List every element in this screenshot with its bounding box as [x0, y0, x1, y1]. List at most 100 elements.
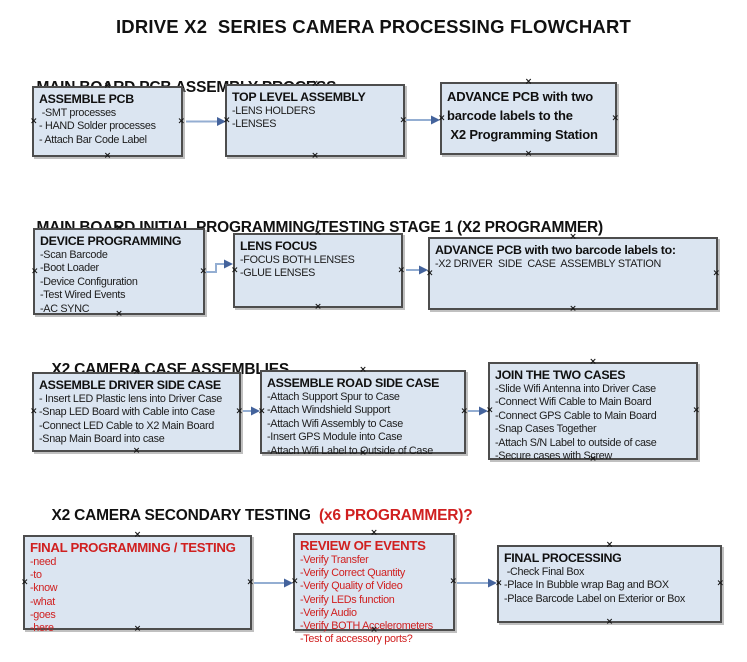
- box-line: -what: [30, 595, 55, 608]
- connector-arrow-7[interactable]: [254, 578, 293, 588]
- box-line: -Verify Audio: [300, 606, 357, 619]
- box-line: -Place In Bubble wrap Bag and BOX: [504, 579, 669, 592]
- flow-box-assemble-road-side-case[interactable]: ASSEMBLE ROAD SIDE CASE -Attach Support …: [258, 366, 468, 458]
- box-line: -Slide Wifi Antenna into Driver Case: [495, 383, 656, 395]
- box-line: barcode labels to the: [447, 108, 573, 123]
- box-line: -LENS HOLDERS: [232, 105, 316, 117]
- box-line: -Attach Wifi Label to Outside of Case: [267, 444, 433, 457]
- section-heading-label: X2 CAMERA SECONDARY TESTING: [51, 507, 319, 524]
- box-line: -Verify BOTH Accelerometers: [300, 620, 433, 633]
- flow-box-device-programming[interactable]: DEVICE PROGRAMMING -Scan Barcode -Boot L…: [31, 224, 207, 319]
- connection-point-icon: ×: [199, 266, 207, 276]
- connection-point-icon: ×: [712, 268, 720, 278]
- connection-point-icon: ×: [246, 577, 254, 587]
- connection-point-icon: ×: [524, 149, 533, 159]
- page-title: IDRIVE X2 SERIES CAMERA PROCESSING FLOWC…: [115, 16, 632, 37]
- flow-box-assemble-pcb[interactable]: ASSEMBLE PCB -SMT processes - HAND Solde…: [30, 82, 185, 161]
- connector-arrow-4[interactable]: [406, 265, 428, 275]
- box-title: REVIEW OF EVENTS: [300, 538, 426, 553]
- box-title: FINAL PROCESSING: [504, 551, 622, 565]
- connection-point-icon: ×: [223, 115, 231, 125]
- connection-point-icon: ×: [314, 302, 322, 312]
- connector-arrow-8[interactable]: [457, 578, 497, 588]
- connection-point-icon: ×: [231, 265, 239, 275]
- connector-arrow-6[interactable]: [468, 406, 488, 416]
- connection-point-icon: ×: [133, 624, 142, 634]
- box-line: - Attach Bar Code Label: [39, 133, 147, 146]
- connection-point-icon: ×: [589, 454, 597, 464]
- connection-point-icon: ×: [589, 357, 597, 367]
- box-title: LENS FOCUS: [240, 239, 317, 253]
- box-line: - HAND Solder processes: [39, 120, 156, 133]
- box-line: -need: [30, 556, 57, 568]
- connection-point-icon: ×: [103, 81, 112, 91]
- box-line: -goes: [30, 608, 56, 621]
- connection-point-icon: ×: [460, 406, 468, 417]
- box-title: FINAL PROGRAMMING / TESTING: [30, 540, 236, 555]
- flow-box-advance-pcb-driver-side[interactable]: ADVANCE PCB with two barcode labels to: …: [426, 233, 720, 314]
- connection-point-icon: ×: [132, 367, 141, 377]
- section-heading-secondary-testing: X2 CAMERA SECONDARY TESTING (x6 PROGRAMM…: [35, 489, 472, 543]
- connection-point-icon: ×: [370, 528, 378, 538]
- box-title: ADVANCE PCB with two barcode labels to:: [435, 243, 676, 257]
- flow-box-advance-pcb-programming-station[interactable]: ADVANCE PCB with two barcode labels to t…: [438, 78, 619, 159]
- box-line: -know: [30, 582, 58, 595]
- box-line: -Place Barcode Label on Exterior or Box: [504, 592, 685, 605]
- connection-point-icon: ×: [486, 405, 494, 416]
- connection-point-icon: ×: [359, 448, 367, 458]
- box-line: -Check Final Box: [504, 566, 585, 578]
- box-line: -Attach Wifi Assembly to Case: [267, 417, 403, 430]
- box-line: -Attach Windshield Support: [267, 404, 391, 417]
- section-heading-red-label: (x6 PROGRAMMER)?: [318, 507, 473, 524]
- box-line: - Insert LED Plastic lens into Driver Ca…: [39, 393, 223, 405]
- flow-box-review-of-events[interactable]: REVIEW OF EVENTS -Verify Transfer -Verif…: [291, 529, 457, 646]
- connection-point-icon: ×: [132, 446, 141, 456]
- box-line: -to: [30, 569, 42, 582]
- connector-arrow-2[interactable]: [406, 115, 440, 125]
- connector-arrow-1[interactable]: [186, 117, 226, 126]
- box-line: -here: [30, 622, 54, 635]
- box-line: -GLUE LENSES: [240, 267, 316, 280]
- flow-box-lens-focus[interactable]: LENS FOCUS -FOCUS BOTH LENSES -GLUE LENS…: [231, 229, 405, 312]
- connection-point-icon: ×: [449, 576, 457, 587]
- box-title: TOP LEVEL ASSEMBLY: [232, 90, 366, 104]
- connection-point-icon: ×: [692, 405, 700, 416]
- box-line: -Insert GPS Module into Case: [267, 431, 403, 444]
- box-title: JOIN THE TWO CASES: [495, 368, 626, 382]
- connection-point-icon: ×: [569, 232, 577, 242]
- connection-point-icon: ×: [115, 223, 123, 233]
- box-line: -Snap Main Board into case: [39, 433, 165, 446]
- connection-point-icon: ×: [399, 115, 407, 125]
- box-line: -Verify Correct Quantity: [300, 567, 406, 580]
- flow-box-assemble-driver-side-case[interactable]: ASSEMBLE DRIVER SIDE CASE - Insert LED P…: [30, 368, 243, 456]
- box-line: -Snap Cases Together: [495, 423, 597, 436]
- connection-point-icon: ×: [30, 406, 38, 417]
- connection-point-icon: ×: [524, 77, 533, 87]
- connection-point-icon: ×: [426, 268, 434, 278]
- connection-point-icon: ×: [605, 540, 614, 550]
- box-line: -SMT processes: [39, 107, 117, 119]
- box-line: -Connect Wifi Cable to Main Board: [495, 396, 652, 409]
- box-line: -Snap LED Board with Cable into Case: [39, 406, 215, 419]
- flow-box-join-the-two-cases[interactable]: JOIN THE TWO CASES -Slide Wifi Antenna i…: [486, 358, 700, 464]
- flow-box-top-level-assembly[interactable]: TOP LEVEL ASSEMBLY -LENS HOLDERS -LENSES…: [223, 80, 407, 161]
- box-line: -Secure cases with Screw: [495, 450, 613, 463]
- connector-arrow-3[interactable]: [206, 259, 233, 273]
- connection-point-icon: ×: [370, 625, 378, 635]
- box-line: -Device Configuration: [40, 275, 138, 288]
- box-line: -X2 DRIVER SIDE CASE ASSEMBLY STATION: [435, 258, 661, 270]
- box-line: -Test Wired Events: [40, 289, 126, 302]
- box-line: -Boot Loader: [40, 262, 99, 275]
- box-line: -Verify LEDs function: [300, 593, 395, 606]
- connection-point-icon: ×: [397, 265, 405, 275]
- box-title: DEVICE PROGRAMMING: [40, 234, 182, 248]
- connection-point-icon: ×: [438, 113, 446, 123]
- connection-point-icon: ×: [177, 116, 185, 126]
- box-line: -FOCUS BOTH LENSES: [240, 254, 355, 266]
- flow-box-final-processing[interactable]: FINAL PROCESSING -Check Final Box -Place…: [495, 541, 724, 627]
- connection-point-icon: ×: [605, 617, 614, 627]
- box-title: ASSEMBLE DRIVER SIDE CASE: [39, 378, 221, 392]
- flow-box-final-programming-testing[interactable]: FINAL PROGRAMMING / TESTING -need -to -k…: [21, 531, 254, 635]
- box-line: -Verify Transfer: [300, 554, 369, 566]
